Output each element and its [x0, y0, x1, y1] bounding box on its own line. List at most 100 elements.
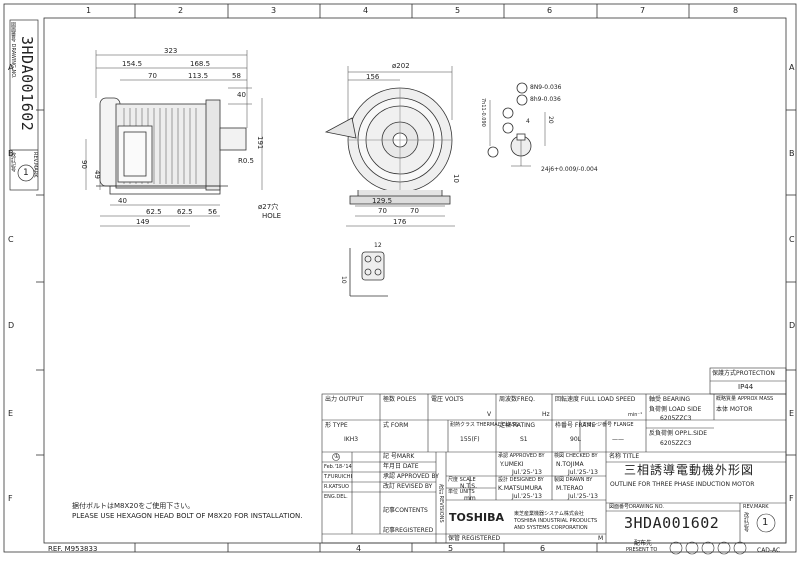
shaft-detail — [487, 82, 546, 167]
col-label-3: 3 — [271, 6, 277, 15]
side-rev-value: 1 — [23, 168, 29, 178]
col-label-6: 6 — [547, 6, 553, 15]
dim-70c: 70 — [410, 207, 419, 215]
col-label-5: 5 — [455, 6, 461, 15]
col-label-2: 2 — [178, 6, 184, 15]
date-label: 年月日 DATE — [383, 463, 419, 470]
col-label-1: 1 — [86, 6, 92, 15]
appr-date: Jul.'25-'13 — [512, 469, 542, 476]
row-label-f-right: F — [789, 494, 794, 503]
design-name: K.MATSUMURA — [498, 485, 543, 492]
dim-shaft-dia: 24j6+0.009/-0.004 — [541, 166, 598, 173]
hz-unit: Hz — [542, 411, 550, 418]
approved-label: 承認 APPROVED BY — [383, 473, 439, 480]
dim-90: 90 — [80, 160, 88, 169]
mass-label: 概略質量 APPROX MASS — [716, 396, 774, 402]
scale-value: N.T.S. — [460, 483, 477, 490]
dim-154-5: 154.5 — [122, 60, 143, 68]
dim-70: 70 — [148, 72, 157, 80]
dim-149: 149 — [136, 218, 150, 226]
row-label-d-right: D — [789, 321, 796, 330]
opp-side-label: 反負荷側 OPP.L.SIDE — [649, 430, 708, 437]
col-label-4: 4 — [363, 6, 369, 15]
registered-label: 記事REGISTERED — [383, 527, 434, 534]
col-label-8: 8 — [733, 6, 739, 15]
thermal-class-label: 耐熱クラス THERMAL CLASS — [450, 422, 519, 428]
rev-mark-circle — [756, 513, 776, 533]
row-label-f: F — [8, 494, 13, 503]
rating-value: S1 — [520, 436, 528, 443]
col-label-bottom-6: 6 — [540, 544, 546, 553]
dim-62-5a: 62.5 — [146, 208, 162, 216]
dim-20: 20 — [547, 116, 554, 124]
company-en-1: TOSHIBA INDUSTRIAL PRODUCTS — [514, 518, 598, 524]
revmark-value: 1 — [762, 517, 769, 528]
thermal-class-value: 155(F) — [460, 436, 480, 443]
check-label: 検図 CHECKED BY — [554, 453, 598, 459]
reference-number: REF. M953833 — [48, 545, 98, 553]
dim-323: 323 — [164, 47, 178, 55]
type-label: 形 TYPE — [325, 422, 348, 429]
col-label-bottom-4: 4 — [356, 544, 362, 553]
rev-date-value: Feb.'18-'14 — [324, 464, 352, 470]
flange-label: フランジ番号 FLANGE — [582, 422, 634, 428]
type-value: IKH3 — [344, 436, 359, 443]
motor-label: 本体 MOTOR — [716, 406, 753, 413]
title-en: OUTLINE FOR THREE PHASE INDUCTION MOTOR — [610, 481, 755, 488]
freq-label: 周波数FREQ. — [499, 396, 536, 403]
dim-4: 4 — [526, 118, 530, 125]
cad-label: CAD-AC — [757, 547, 781, 554]
side-drawing-no-label: 図面番号 DRAWING NO. — [10, 22, 16, 79]
shaft — [219, 127, 247, 151]
dim-key-height: 7h11-0.090 — [480, 98, 486, 127]
form-label: 式 FORM — [383, 422, 409, 429]
dim-168-5: 168.5 — [190, 60, 211, 68]
dim-202: ø202 — [392, 62, 410, 70]
row-label-d: D — [8, 321, 15, 330]
flange-value: —— — [612, 436, 624, 443]
rev-approved-by: T.FURUICHI — [324, 474, 352, 480]
dim-156: 156 — [366, 73, 380, 81]
side-rev-circle — [17, 164, 35, 182]
company-brand: TOSHIBA — [449, 511, 504, 524]
volts-label: 電圧 VOLTS — [431, 396, 464, 403]
row-label-b-right: B — [789, 149, 795, 158]
dim-key-8h9: 8h9-0.036 — [530, 96, 561, 103]
appr-name: Y.UMEKI — [500, 461, 524, 468]
dim-191: 191 — [256, 136, 264, 150]
front-view — [324, 66, 455, 227]
drawn-label: 製図 DRAWN BY — [554, 477, 593, 483]
dim-r05: R0.5 — [238, 157, 254, 165]
company-en-2: AND SYSTEMS CORPORATION — [514, 525, 588, 531]
dim-49: 49 — [93, 170, 101, 179]
dim-hole-dia: ø27穴 — [258, 203, 279, 211]
load-side-label: 負荷側 LOAD SIDE — [649, 406, 702, 413]
dim-129-5: 129.5 — [372, 197, 393, 205]
contents-label: 記事CONTENTS — [383, 507, 428, 514]
terminal-detail — [349, 248, 388, 297]
load-side-value: 6205ZZC3 — [660, 415, 692, 422]
rev-contents-value: ENG.DEL. — [324, 494, 348, 500]
revised-label: 改訂 REVISED BY — [383, 483, 433, 490]
check-name: N.TOJIMA — [556, 461, 584, 468]
protection-value: IP44 — [738, 383, 754, 391]
revisions-label: 改訂 REVISIONS — [438, 484, 444, 523]
scale-label: 尺度 SCALE — [448, 477, 476, 483]
col-label-bottom-5: 5 — [448, 544, 454, 553]
dim-56: 56 — [208, 208, 217, 216]
dim-40: 40 — [237, 91, 246, 99]
drawn-name: M.TERAO — [556, 485, 584, 492]
dim-10b: 10 — [340, 276, 347, 284]
row-label-c-right: C — [789, 235, 795, 244]
design-label: 設計 DESIGNED BY — [498, 477, 544, 483]
m-label: M — [598, 535, 604, 542]
dim-62-5b: 62.5 — [177, 208, 193, 216]
poles-label: 極数 POLES — [383, 396, 417, 403]
col-label-7: 7 — [640, 6, 646, 15]
dim-10: 10 — [452, 174, 460, 183]
min-unit: min⁻¹ — [628, 412, 643, 418]
dim-hole: HOLE — [262, 212, 282, 220]
mark-label: 記 号MARK — [383, 453, 415, 460]
frame-value: 90L — [570, 436, 581, 443]
